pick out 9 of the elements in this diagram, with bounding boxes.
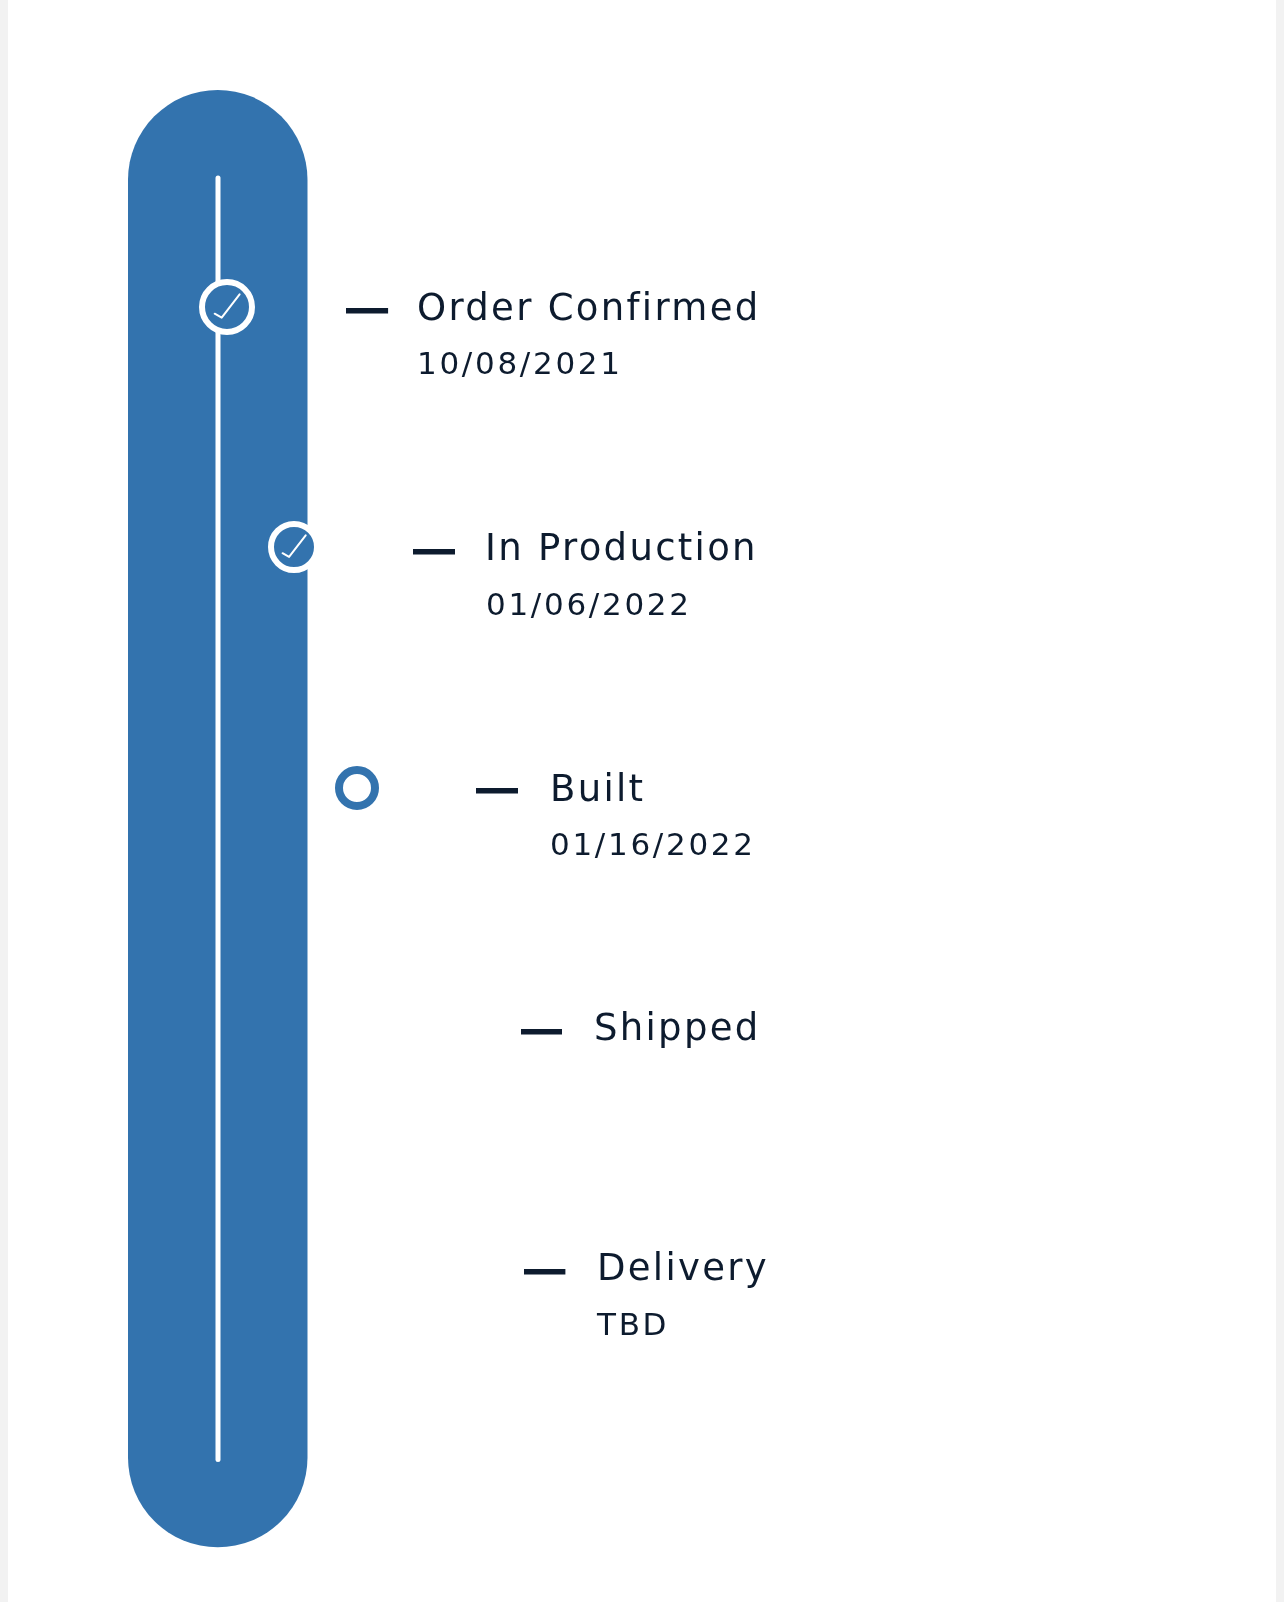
step-date: TBD	[597, 1306, 670, 1344]
step-title: Order Confirmed	[417, 286, 761, 331]
step-title: Delivery	[597, 1246, 769, 1291]
step-date: 01/06/2022	[486, 586, 692, 624]
step-date: 10/08/2021	[417, 345, 623, 383]
step-title: Built	[550, 767, 646, 812]
step-date: 01/16/2022	[550, 826, 756, 864]
step-title: Shipped	[594, 1006, 761, 1051]
step-title: In Production	[485, 526, 758, 571]
